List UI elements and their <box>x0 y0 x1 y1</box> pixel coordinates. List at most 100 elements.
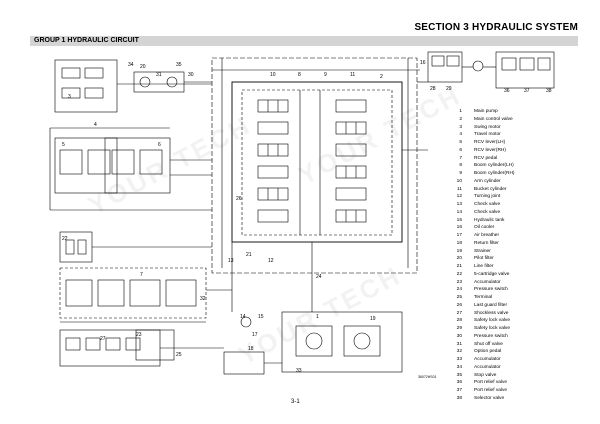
legend-item-text: RCV lever(RH) <box>474 147 506 153</box>
right-valve-assembly-a <box>427 51 463 83</box>
legend-item-number: 9 <box>459 171 462 176</box>
label-28: 28 <box>430 86 436 92</box>
label-4: 4 <box>94 122 97 128</box>
pilot-valve-assembly <box>54 59 118 113</box>
legend-item-number: 8 <box>459 163 462 169</box>
label-2: 2 <box>380 74 383 80</box>
legend-item-number: 24 <box>456 287 462 293</box>
legend-item-text: Accumulator <box>474 364 501 370</box>
legend-item-number: 35 <box>456 372 462 378</box>
legend-item-text: Pressure switch <box>474 333 508 339</box>
drawing-id: 36072HS01 <box>418 375 437 379</box>
legend-item-text: 5-cartridge valve <box>474 271 510 277</box>
main-control-valve <box>231 81 403 243</box>
label-19: 19 <box>370 316 376 322</box>
legend-item-text: Selector valve <box>474 395 505 401</box>
label-6: 6 <box>158 142 161 148</box>
section-title: SECTION 3 HYDRAULIC SYSTEM <box>414 22 578 33</box>
legend-item-number: 16 <box>456 225 462 231</box>
label-12: 12 <box>268 258 274 264</box>
main-piping-loop <box>211 57 418 274</box>
legend-item: 3 Swing motor <box>448 124 515 132</box>
legend-item-text: Swing motor <box>474 124 501 130</box>
legend-item-text: Safety lock valve <box>474 318 510 324</box>
legend-item: 29 Safety lock valve <box>448 325 515 333</box>
legend-item-text: Safety lock valve <box>474 326 510 331</box>
legend-item-text: Bucket cylinder <box>474 186 507 192</box>
label-5: 5 <box>62 142 65 148</box>
legend-item-number: 26 <box>456 302 462 308</box>
page-number: 3-1 <box>291 399 300 405</box>
legend-item-text: Last guard filter <box>474 302 508 308</box>
label-24: 24 <box>316 274 322 280</box>
label-36: 36 <box>504 88 510 94</box>
label-10: 10 <box>270 72 276 78</box>
legend-item-number: 32 <box>456 349 462 355</box>
label-38: 38 <box>546 88 552 94</box>
mcv-spools <box>257 99 367 223</box>
rcv-pedal-group <box>59 267 207 319</box>
mcv-inner-frame <box>241 89 393 236</box>
legend-item-number: 23 <box>456 279 462 285</box>
label-13: 13 <box>228 258 234 264</box>
label-32: 32 <box>200 296 206 302</box>
legend-item-number: 31 <box>456 341 462 347</box>
legend-item-number: 37 <box>456 388 462 393</box>
right-valve-assembly-b <box>495 51 555 89</box>
legend-item-number: 3 <box>459 124 462 130</box>
label-17: 17 <box>252 332 258 338</box>
rcv-lever-lh <box>54 137 118 194</box>
legend-item-number: 27 <box>456 310 462 316</box>
component-labels: 1 2 3 4 5 6 7 8 9 10 11 12 13 14 15 16 1… <box>62 60 552 374</box>
label-15: 15 <box>258 314 264 320</box>
legend-item-number: 29 <box>456 326 462 331</box>
label-33: 33 <box>296 368 302 374</box>
legend-item-text: Oil cooler <box>474 225 495 231</box>
label-18: 18 <box>248 346 254 352</box>
label-37: 37 <box>524 88 530 94</box>
legend-item-text: Air breather <box>474 233 500 238</box>
legend-item-number: 17 <box>456 233 462 238</box>
legend-item-number: 38 <box>456 395 462 401</box>
legend-item: 17 Air breather <box>448 232 515 240</box>
legend-item-text: RCV lever(LH) <box>474 140 506 145</box>
label-35: 35 <box>176 62 182 68</box>
legend-item-number: 6 <box>459 147 462 153</box>
legend-item-number: 19 <box>456 248 462 254</box>
legend-item-number: 33 <box>456 357 462 362</box>
label-23: 23 <box>136 332 142 338</box>
legend-item-text: Travel motor <box>474 132 501 138</box>
legend-item-text: Boom cylinder(LH) <box>474 163 514 169</box>
label-3: 3 <box>68 94 71 100</box>
label-30: 30 <box>188 72 194 78</box>
label-25: 25 <box>176 352 182 358</box>
label-8: 8 <box>298 72 301 78</box>
legend-item-text: Check valve <box>474 202 501 207</box>
legend-item-number: 36 <box>456 380 462 386</box>
option-valve-block <box>59 329 161 367</box>
label-27: 27 <box>100 336 106 342</box>
legend-item: 8 Boom cylinder(LH) <box>448 162 515 170</box>
rcv-lever-rh <box>104 137 171 194</box>
